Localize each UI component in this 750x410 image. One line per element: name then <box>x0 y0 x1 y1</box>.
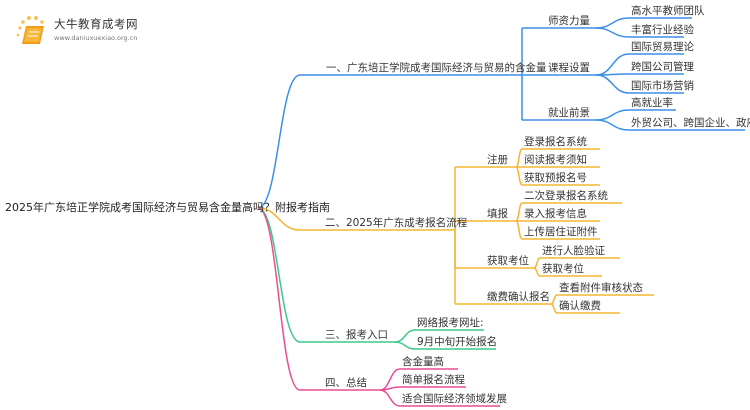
leaf-node[interactable]: 国际市场营销 <box>631 80 694 92</box>
leaf-connector <box>595 53 630 76</box>
leaf-node[interactable]: 网络报考网址: <box>417 317 484 329</box>
leaf-connector <box>595 74 630 94</box>
leaf-node[interactable]: 录入报考信息 <box>524 208 587 220</box>
branch-3-node[interactable]: 三、报考入口 <box>325 329 388 341</box>
leaf-node[interactable]: 获取预报名号 <box>524 172 587 184</box>
branch-3-connector <box>257 207 301 343</box>
leaf-connector <box>550 303 558 314</box>
leaf-connector <box>595 119 630 131</box>
leaf-node[interactable]: 9月中旬开始报名 <box>417 336 498 348</box>
leaf-node[interactable]: 适合国际经济领域发展 <box>402 393 507 405</box>
leaf-connector <box>515 202 523 222</box>
leaf-connector <box>379 389 401 407</box>
leaf-connector <box>595 27 630 38</box>
leaf-node[interactable]: 简单报名流程 <box>402 374 465 386</box>
leaf-node[interactable]: 进行人脸验证 <box>542 245 605 257</box>
root-node[interactable]: 2025年广东培正学院成考国际经济与贸易含金量高吗？附报考指南 <box>5 201 330 214</box>
leaf-node[interactable]: 阅读报考须知 <box>524 154 587 166</box>
leaf-node[interactable]: 上传居住证附件 <box>524 226 598 238</box>
leaf-node[interactable]: 丰富行业经验 <box>631 24 694 36</box>
branch-2-connector <box>257 207 301 231</box>
leaf-node[interactable]: 国际贸易理论 <box>631 41 694 53</box>
branch-1-connector <box>257 74 301 209</box>
leaf-node[interactable]: 确认缴费 <box>559 300 601 312</box>
branch-1-node[interactable]: 一、广东培正学院成考国际经济与贸易的含金量 <box>326 62 547 74</box>
branch-2-node[interactable]: 二、2025年广东成考报名流程 <box>325 217 468 229</box>
leaf-node[interactable]: 登录报名系统 <box>524 136 587 148</box>
leaf-node[interactable]: 高就业率 <box>631 97 673 109</box>
leaf-node[interactable]: 外贸公司、跨国企业、政府机构 <box>631 117 750 129</box>
book-icon <box>16 16 44 44</box>
leaf-node[interactable]: 二次登录报名系统 <box>524 190 608 202</box>
branch-2-sub-3-node[interactable]: 获取考位 <box>487 255 529 267</box>
logo-title: 大牛教育成考网 <box>54 17 138 31</box>
leaf-connector <box>515 166 523 186</box>
leaf-node[interactable]: 跨国公司管理 <box>631 61 694 73</box>
leaf-connector <box>550 294 558 305</box>
leaf-connector <box>595 17 630 29</box>
branch-2-sub-2-node[interactable]: 填报 <box>487 208 508 220</box>
leaf-node[interactable]: 含金量高 <box>402 356 444 368</box>
leaf-connector <box>394 341 416 350</box>
leaf-connector <box>515 148 523 168</box>
logo-url: www.daniuxuexiao.org.cn <box>54 34 138 42</box>
branch-4-node[interactable]: 四、总结 <box>325 377 367 389</box>
branch-2-sub-4-node[interactable]: 缴费确认报名 <box>487 291 550 303</box>
leaf-connector <box>533 267 541 277</box>
leaf-connector <box>515 220 523 240</box>
leaf-connector <box>595 109 630 121</box>
leaf-connector <box>533 257 541 269</box>
leaf-node[interactable]: 获取考位 <box>542 263 584 275</box>
leaf-node[interactable]: 高水平教师团队 <box>631 5 705 17</box>
branch-2-sub-1-node[interactable]: 注册 <box>487 154 508 166</box>
branch-1-sub-2-node[interactable]: 课程设置 <box>548 62 590 74</box>
leaf-connector <box>394 329 416 343</box>
branch-1-sub-3-node[interactable]: 就业前景 <box>548 107 590 119</box>
branch-1-sub-1-node[interactable]: 师资力量 <box>548 15 590 27</box>
branch-4-connector <box>257 207 301 391</box>
site-logo[interactable]: 大牛教育成考网 www.daniuxuexiao.org.cn <box>14 14 164 48</box>
leaf-node[interactable]: 查看附件审核状态 <box>559 282 643 294</box>
